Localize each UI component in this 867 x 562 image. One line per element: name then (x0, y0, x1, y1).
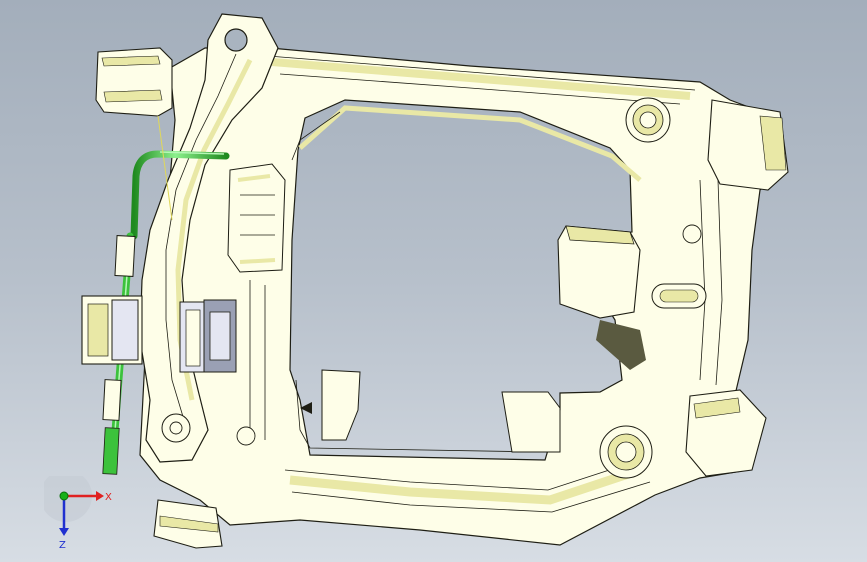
bottom-rail-fillet (289, 465, 642, 505)
clip-housing[interactable] (179, 299, 237, 373)
boss-lower-right[interactable] (599, 425, 653, 479)
z-axis-label: Z (59, 540, 66, 551)
small-hole-right[interactable] (682, 224, 702, 244)
top-rail-edge (267, 55, 696, 105)
rib-bars (240, 194, 275, 440)
z-axis-arrow-icon (59, 528, 69, 536)
boss-upper-right[interactable] (625, 97, 671, 143)
bottom-rail-edge (284, 459, 651, 513)
right-upper-tab-fillet (759, 115, 787, 171)
lever-arm-inner (165, 53, 237, 421)
top-left-tab-fillet (101, 55, 163, 103)
inner-block[interactable] (557, 225, 641, 319)
window-tab-left[interactable] (321, 369, 361, 441)
left-rib[interactable] (227, 163, 286, 273)
green-pipe-bend[interactable] (130, 150, 230, 240)
left-rib-fillet (237, 174, 276, 264)
x-axis-arrow-icon (96, 491, 104, 501)
inner-block-top (565, 225, 635, 245)
yellow-guide-line (157, 115, 173, 221)
window-tab-right[interactable] (501, 391, 561, 453)
small-hole-bottom-left[interactable] (236, 426, 256, 446)
arrow-mark (300, 402, 312, 414)
top-rail-fillet (271, 58, 691, 100)
bottom-foot-fillet (159, 515, 219, 533)
inner-block-shadow (596, 320, 646, 370)
view-triad[interactable]: X Z (44, 476, 124, 556)
window-inner-fillet (298, 105, 642, 182)
y-axis-dot-icon (59, 491, 69, 501)
arm-top-hole[interactable] (224, 28, 248, 52)
x-axis-label: X (105, 492, 112, 503)
pipe-end-cap[interactable] (102, 427, 120, 475)
right-lower-tab-fillet (693, 397, 741, 419)
triad-background (44, 476, 92, 522)
pipe-sleeve-lower[interactable] (102, 379, 122, 421)
pipe-sleeve-upper[interactable] (114, 235, 136, 277)
window-inner-edge (291, 111, 541, 453)
arm-bottom-hole (169, 421, 183, 435)
pipe-coupler[interactable] (81, 295, 143, 365)
lever-arm[interactable] (139, 13, 279, 463)
right-slot-inner (659, 289, 699, 303)
